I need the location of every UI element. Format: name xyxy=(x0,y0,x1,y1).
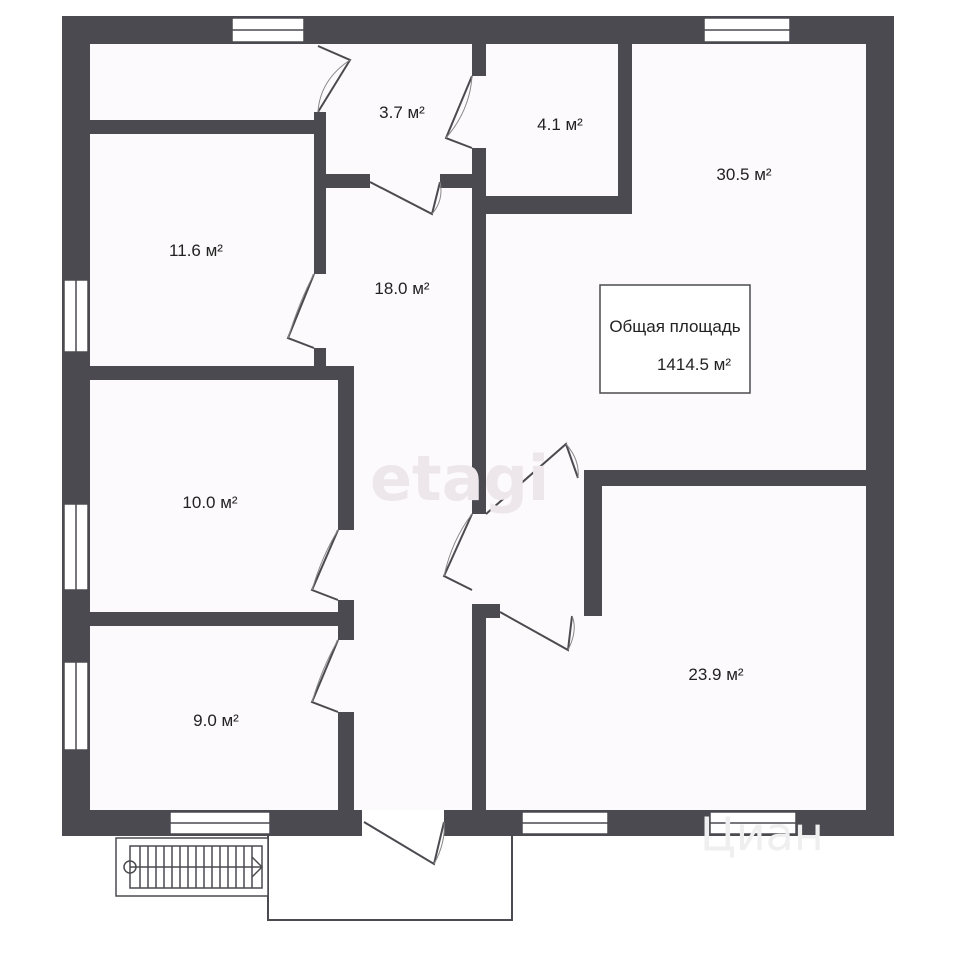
windows xyxy=(63,17,797,835)
room-area-4-1: 4.1 м² xyxy=(537,115,583,134)
room-area-11-6: 11.6 м² xyxy=(169,241,223,260)
room-area-3-7: 3.7 м² xyxy=(379,103,425,122)
room-area-23-9: 23.9 м² xyxy=(688,665,743,684)
room-area-10-0: 10.0 м² xyxy=(182,493,237,512)
total-area-value: 1414.5 м² xyxy=(657,355,731,374)
room-area-18-0: 18.0 м² xyxy=(374,279,429,298)
watermark-cian: Циан xyxy=(700,807,824,861)
door-entrance xyxy=(363,821,445,866)
total-area-label: Общая площадь xyxy=(609,317,740,336)
room-area-9-0: 9.0 м² xyxy=(193,711,239,730)
stairs xyxy=(115,837,269,897)
total-area-box: Общая площадь 1414.5 м² xyxy=(599,284,751,394)
porch xyxy=(267,836,513,921)
room-area-30-5: 30.5 м² xyxy=(716,165,771,184)
watermark-etagi: etagi xyxy=(370,442,549,515)
doors xyxy=(286,45,579,866)
